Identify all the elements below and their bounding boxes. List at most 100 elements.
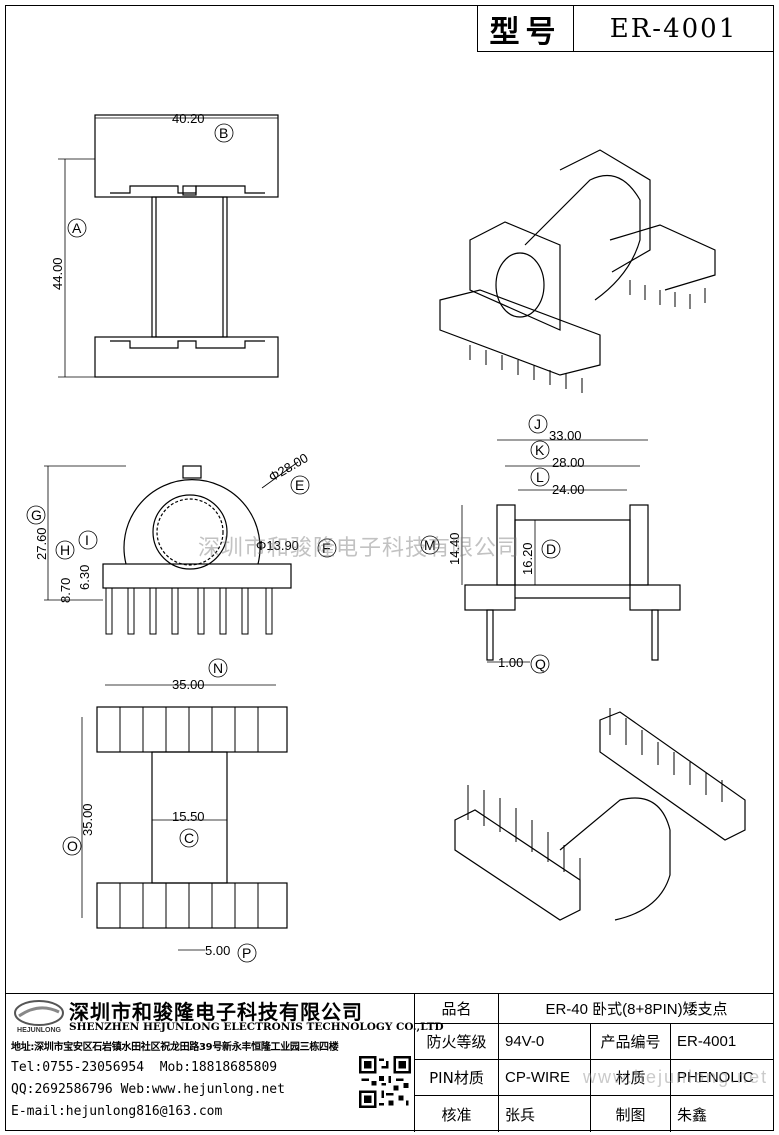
company-en-name: SHENZHEN HEJUNLONG ELECTRONIS TECHNOLOGY… bbox=[69, 1021, 444, 1033]
dim-j: 33.00 bbox=[549, 428, 582, 443]
logo-text: HEJUNLONG bbox=[17, 1027, 62, 1034]
spec-draw-value: 朱鑫 bbox=[677, 1106, 708, 1124]
spec-row-approval: 核准 张兵 制图 朱鑫 bbox=[415, 1096, 774, 1132]
spec-check-label: 核准 bbox=[415, 1096, 499, 1132]
dim-k: 28.00 bbox=[552, 455, 585, 470]
side-pins bbox=[105, 587, 273, 635]
iso1-rear-flange bbox=[559, 149, 651, 273]
spec-row-fire: 防火等级 94V-0 产品编号 ER-4001 bbox=[415, 1024, 774, 1060]
balloon-o: O bbox=[67, 838, 78, 854]
side-view bbox=[44, 461, 299, 635]
watermark-url: www.hejunlong.net bbox=[583, 1067, 769, 1087]
model-value: ER-4001 bbox=[609, 13, 738, 44]
contact-email: E-mail:hejunlong816@163.com bbox=[11, 1104, 223, 1119]
side-core-inner bbox=[156, 498, 224, 566]
balloon-d: D bbox=[546, 541, 556, 557]
iso2-core bbox=[559, 797, 671, 921]
dim-n: 35.00 bbox=[172, 677, 205, 692]
top-right-pin bbox=[651, 609, 659, 661]
balloon-q: Q bbox=[535, 656, 546, 672]
bobbin-core-front bbox=[151, 196, 228, 338]
iso1-pins bbox=[469, 280, 706, 393]
contact-phone-row: Tel:0755-23056954 Mob:18818685809 bbox=[11, 1060, 277, 1075]
spec-draw-label: 制图 bbox=[591, 1096, 671, 1132]
spec-code-value: ER-4001 bbox=[677, 1033, 737, 1050]
top-flange-box bbox=[94, 114, 279, 198]
spec-material-label: 材质 bbox=[591, 1060, 671, 1095]
spec-pin-label: PIN材质 bbox=[415, 1060, 499, 1095]
spec-pin-value: CP-WIRE bbox=[499, 1060, 591, 1095]
dim-m: 14.40 bbox=[447, 532, 462, 565]
annotations: 40.20 44.00 Φ28.00 Φ13.90 27.60 8.70 6.3… bbox=[26, 111, 585, 963]
dim-a: 44.00 bbox=[50, 257, 65, 290]
balloon-f: F bbox=[322, 540, 331, 556]
balloon-c: C bbox=[184, 830, 194, 846]
side-top-notch bbox=[182, 465, 202, 479]
isometric-view-2 bbox=[454, 708, 746, 921]
iso2-front-base bbox=[454, 809, 581, 921]
bottom-view bbox=[81, 684, 288, 951]
iso1-front-flange bbox=[469, 221, 561, 331]
top-right-base bbox=[629, 584, 681, 611]
side-core-circle bbox=[152, 494, 228, 570]
side-base bbox=[102, 563, 292, 589]
balloon-m: M bbox=[424, 537, 436, 553]
contact-web: Web:www.hejunlong.net bbox=[120, 1082, 285, 1097]
watermark: 深圳市和骏隆电子科技有限公司 bbox=[198, 536, 521, 561]
spec-name-value: ER-40 卧式(8+8PIN)矮支点 bbox=[545, 1001, 728, 1018]
dim-h: 8.70 bbox=[58, 578, 73, 603]
spec-check-value: 张兵 bbox=[499, 1096, 591, 1132]
front-view bbox=[58, 114, 279, 378]
dim-c: 15.50 bbox=[172, 809, 205, 824]
spec-table: 品名 ER-40 卧式(8+8PIN)矮支点 防火等级 94V-0 产品编号 E… bbox=[415, 994, 774, 1132]
spec-fire-label: 防火等级 bbox=[415, 1024, 499, 1059]
top-left-base bbox=[464, 584, 516, 611]
contact-qq: QQ:2692586796 bbox=[11, 1082, 113, 1097]
balloon-j: J bbox=[534, 416, 541, 432]
top-flange-notch bbox=[182, 185, 197, 196]
model-box: 型号 ER-4001 bbox=[477, 5, 774, 52]
contact-mob: Mob:18818685809 bbox=[159, 1060, 278, 1075]
iso1-core-hole bbox=[495, 252, 545, 318]
bottom-slots bbox=[119, 707, 259, 928]
top-right-flange bbox=[629, 504, 649, 586]
title-block: HEJUNLONG 深圳市和骏隆电子科技有限公司 SHENZHEN HEJUNL… bbox=[5, 993, 774, 1132]
qr-code bbox=[359, 1056, 411, 1108]
dim-b: 40.20 bbox=[172, 111, 205, 126]
spec-name-label: 品名 bbox=[415, 994, 499, 1023]
company-address: 地址:深圳市宝安区石岩镇水田社区祝龙田路39号新永丰恒隆工业园三栋四楼 bbox=[11, 1042, 339, 1053]
top-flange-profile bbox=[110, 185, 265, 194]
iso1-front-base bbox=[439, 289, 601, 376]
iso1-rear-base bbox=[609, 224, 716, 291]
side-flange-outline bbox=[123, 479, 261, 565]
spec-row-material: PIN材质 CP-WIRE 材质 PHENOLIC bbox=[415, 1060, 774, 1096]
dim-d: 16.20 bbox=[520, 542, 535, 575]
bottom-flange-profile bbox=[110, 340, 265, 349]
company-cn-name: 深圳市和骏隆电子科技有限公司 bbox=[69, 1000, 363, 1024]
drawing-frame bbox=[5, 5, 774, 1131]
dim-p: 5.00 bbox=[205, 943, 230, 958]
dim-l: 24.00 bbox=[552, 482, 585, 497]
contact-tel: Tel:0755-23056954 bbox=[11, 1060, 145, 1075]
spec-fire-value: 94V-0 bbox=[499, 1024, 591, 1059]
dim-g: 27.60 bbox=[34, 527, 49, 560]
iso2-pins bbox=[467, 708, 723, 882]
company-info: HEJUNLONG 深圳市和骏隆电子科技有限公司 SHENZHEN HEJUNL… bbox=[5, 994, 444, 1132]
model-label: 型号 bbox=[478, 6, 574, 51]
iso2-rear-base bbox=[599, 711, 746, 841]
company-logo: HEJUNLONG bbox=[14, 1000, 64, 1034]
spec-row-name: 品名 ER-40 卧式(8+8PIN)矮支点 bbox=[415, 994, 774, 1024]
balloon-l: L bbox=[536, 469, 544, 485]
top-core bbox=[514, 519, 631, 586]
contact-web-row: QQ:2692586796 Web:www.hejunlong.net bbox=[11, 1082, 285, 1097]
isometric-view-1 bbox=[439, 149, 716, 393]
balloon-e: E bbox=[295, 477, 304, 493]
dim-f: Φ13.90 bbox=[256, 538, 299, 553]
dim-i: 6.30 bbox=[77, 565, 92, 590]
dim-q: 1.00 bbox=[498, 655, 523, 670]
balloon-g: G bbox=[31, 507, 42, 523]
balloon-letters: B A E F G H I J K L M D Q N bbox=[26, 123, 561, 963]
spec-code-label: 产品编号 bbox=[591, 1024, 671, 1059]
balloon-k: K bbox=[535, 442, 545, 458]
balloon-a: A bbox=[72, 220, 82, 236]
